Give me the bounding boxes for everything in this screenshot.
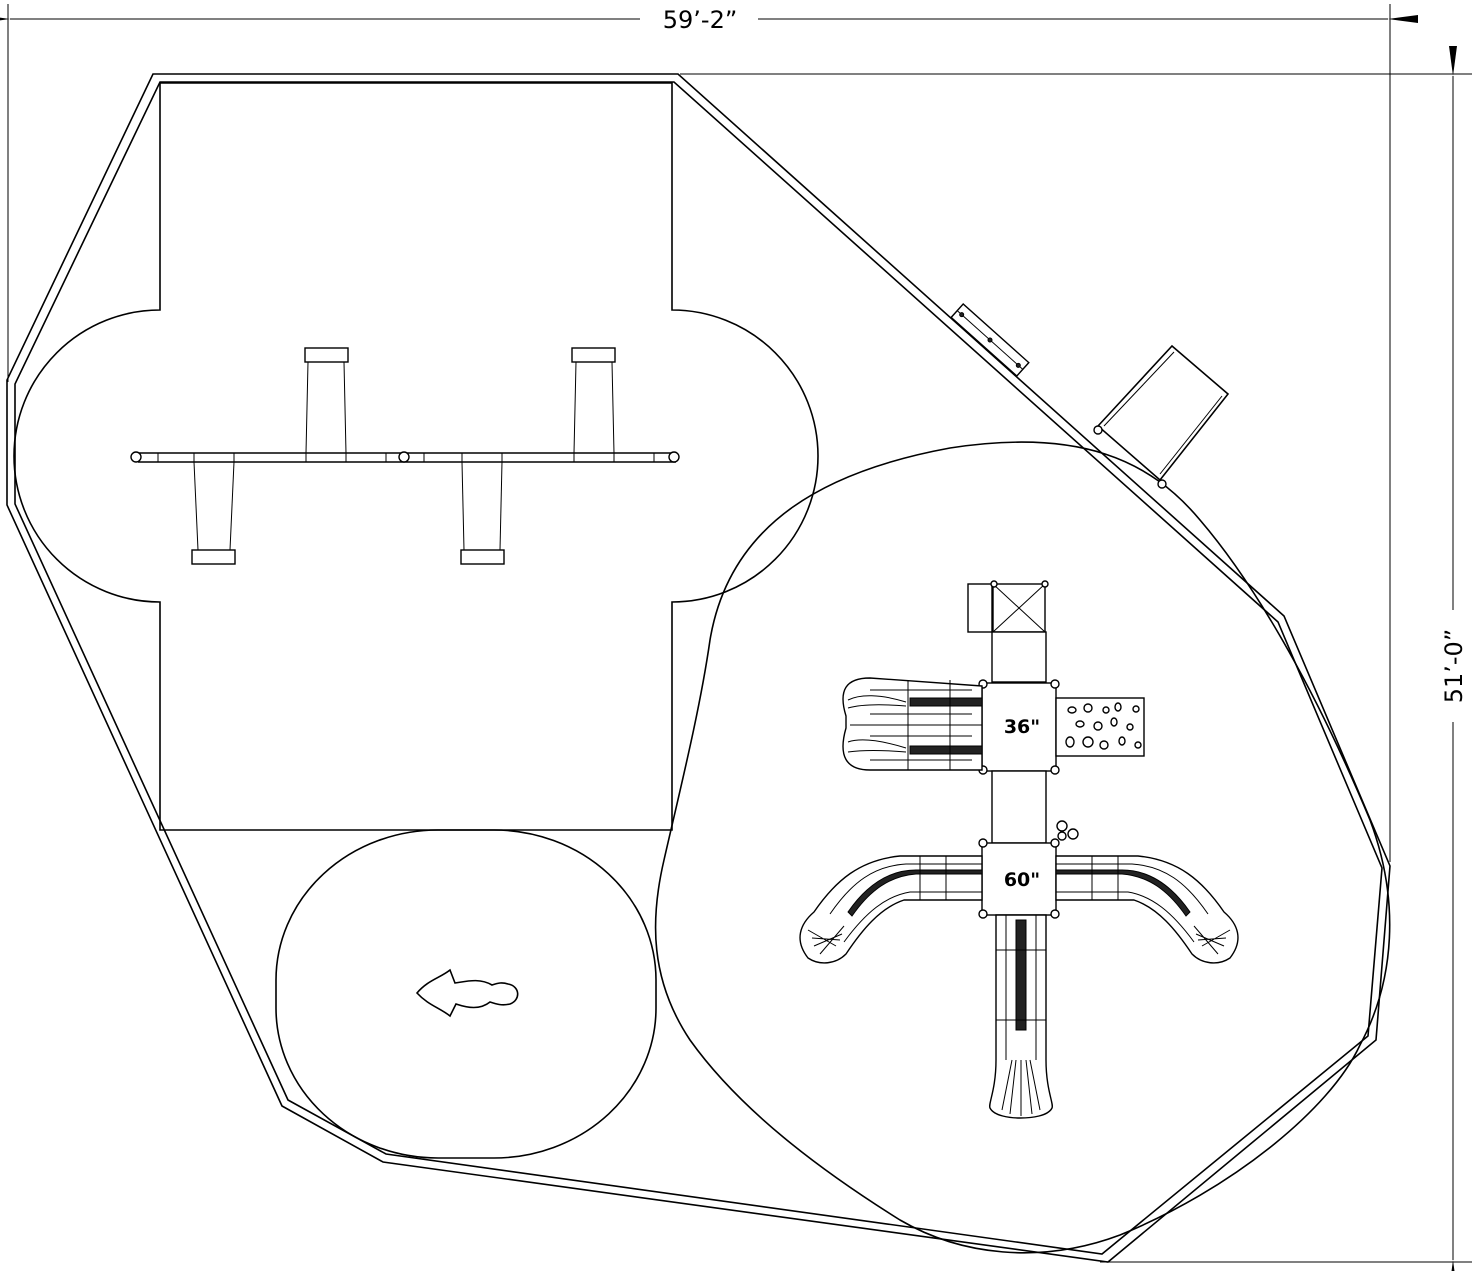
height-dimension-label: 51’-0” (1440, 629, 1468, 704)
swing-seat-1 (191, 461, 236, 565)
swing-set (130, 347, 680, 565)
swing-seat-3 (460, 461, 505, 565)
double-slide (842, 677, 983, 771)
border-curb (6, 73, 1391, 1263)
straight-slide (988, 914, 1054, 1119)
rock-climbing-wall (1055, 697, 1145, 757)
upper-bridge (991, 631, 1047, 683)
right-curved-slide (1055, 855, 1239, 964)
width-dimension: 59’-2” (0, 4, 1418, 862)
swing-seat-4 (571, 347, 616, 454)
play-structure-use-zone (654, 441, 1391, 1254)
free-standing-slide (1093, 344, 1230, 489)
lower-bridge (991, 770, 1047, 844)
deck-60-label: 60" (1004, 869, 1040, 891)
bench (950, 302, 1030, 378)
height-dimension: 51’-0” (680, 46, 1472, 1271)
play-structure: 36" (799, 580, 1239, 1119)
deck-36-label: 36" (1004, 716, 1040, 738)
swing-use-zone (13, 82, 819, 831)
roof-panel (967, 580, 1049, 633)
deck-36: 36" (978, 679, 1060, 775)
spring-rider-use-zone (275, 829, 657, 1159)
spyglass-panel (1056, 820, 1079, 841)
width-dimension-label: 59’-2” (663, 6, 738, 34)
swing-seat-2 (304, 347, 349, 454)
spring-rider-fish (415, 968, 519, 1018)
left-curved-slide (799, 855, 983, 964)
deck-60: 60" (978, 838, 1060, 919)
